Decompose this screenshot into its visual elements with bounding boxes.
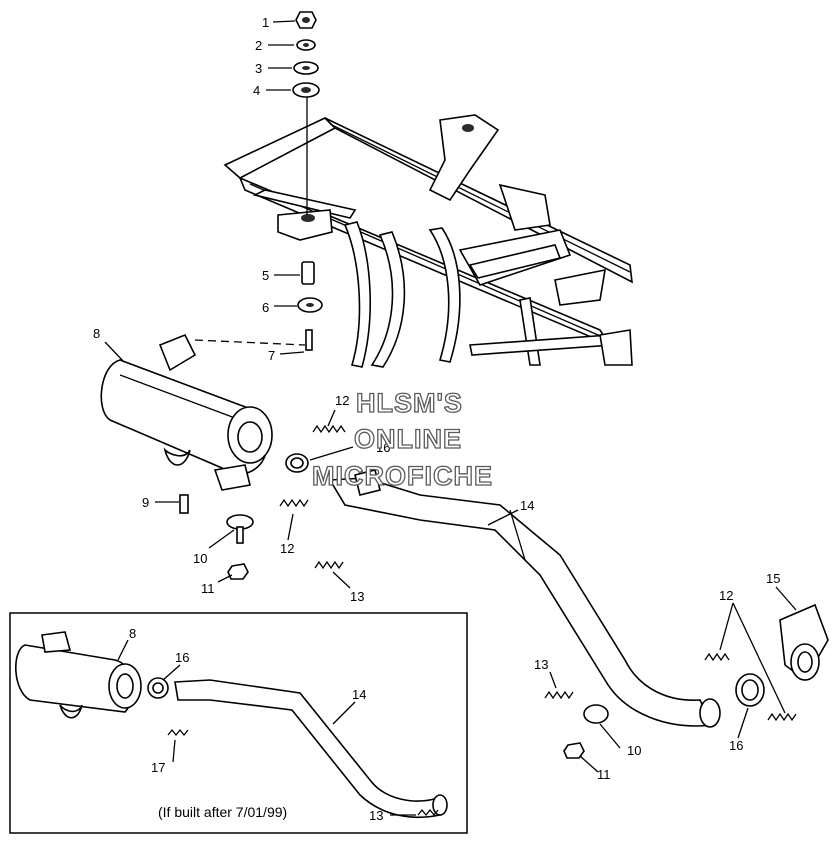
- callout-12b: 12: [280, 541, 294, 556]
- springs: [279, 424, 797, 722]
- callout-7: 7: [268, 348, 275, 363]
- callout-3: 3: [255, 61, 262, 76]
- mount-hardware: [194, 11, 323, 351]
- spring-12c: [704, 652, 730, 662]
- callout-1: 1: [262, 15, 269, 30]
- callout-9: 9: [142, 495, 149, 510]
- spring-12a: [312, 424, 346, 434]
- callout-11a: 11: [201, 581, 215, 596]
- inset-callout-13: 13: [369, 808, 383, 823]
- callout-10b: 10: [627, 743, 641, 758]
- callout-12a: 12: [335, 393, 349, 408]
- callout-5: 5: [262, 268, 269, 283]
- callout-10a: 10: [193, 551, 207, 566]
- callout-6: 6: [262, 300, 269, 315]
- callout-numbers: 1 2 3 4 5 6 7 8 9 10 11 12 12 13 14 16 1…: [93, 15, 780, 823]
- callout-11b: 11: [597, 767, 611, 782]
- inset-spring-13: [417, 808, 439, 817]
- inset-callout-8: 8: [129, 626, 136, 641]
- head-pipe: [328, 469, 721, 728]
- exhaust-flange-15: [779, 603, 829, 682]
- callout-13b: 13: [534, 657, 548, 672]
- leader-lines: [104, 20, 797, 816]
- inset-callout-16: 16: [175, 650, 189, 665]
- inset-box: [9, 612, 468, 834]
- watermark-line-2: ONLINE: [354, 424, 462, 454]
- spring-13b: [544, 690, 574, 700]
- callout-2: 2: [255, 38, 262, 53]
- callout-16a: 16: [376, 440, 390, 455]
- watermark: HLSM'S ONLINE MICROFICHE: [311, 387, 493, 491]
- muffler: [100, 333, 273, 491]
- inset-assembly: [15, 631, 448, 819]
- spring-12d: [767, 712, 797, 722]
- bolt-7: [305, 329, 313, 351]
- watermark-line-1: HLSM'S: [356, 388, 463, 418]
- callout-14: 14: [520, 498, 534, 513]
- callout-13a: 13: [350, 589, 364, 604]
- callout-16b: 16: [729, 738, 743, 753]
- inset-callout-14: 14: [352, 687, 366, 702]
- callout-4: 4: [253, 83, 260, 98]
- small-hardware: [179, 494, 254, 580]
- grommet-10b: [583, 704, 609, 724]
- nut-11b: [563, 742, 585, 759]
- bolt-9: [179, 494, 189, 514]
- inset-callout-17: 17: [151, 760, 165, 775]
- frame-assembly: [223, 114, 633, 368]
- nut-11: [227, 563, 249, 580]
- spring-12b: [279, 498, 309, 508]
- inset-caption: (If built after 7/01/99): [158, 804, 287, 820]
- watermark-line-3: MICROFICHE: [312, 461, 493, 491]
- inset-spring-17: [167, 728, 189, 737]
- spacer-5: [301, 261, 315, 285]
- spring-13a: [314, 560, 344, 570]
- callout-12c: 12: [719, 588, 733, 603]
- callout-15: 15: [766, 571, 780, 586]
- callout-8: 8: [93, 326, 100, 341]
